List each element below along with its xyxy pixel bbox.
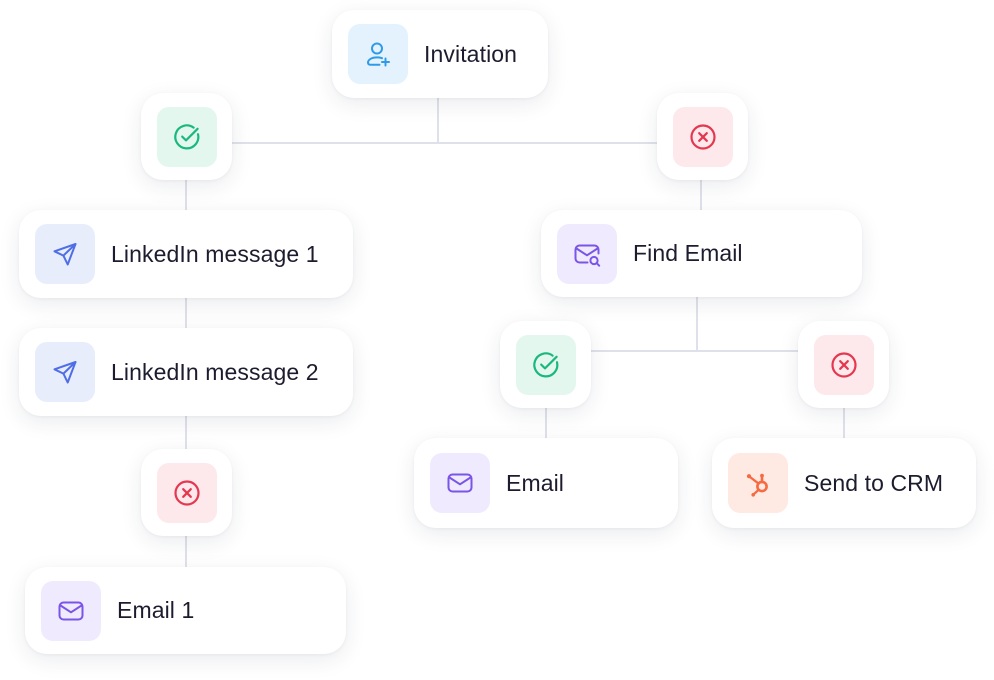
linkedin-message-1-node[interactable]: LinkedIn message 1 xyxy=(19,210,353,298)
paper-plane-icon xyxy=(35,342,95,402)
paper-plane-icon xyxy=(35,224,95,284)
check-circle-icon xyxy=(515,334,576,395)
email-found-condition[interactable] xyxy=(500,321,591,408)
email-1-node[interactable]: Email 1 xyxy=(25,567,346,654)
linkedin-message-2-label: LinkedIn message 2 xyxy=(111,358,319,385)
email-label: Email xyxy=(506,469,565,496)
x-circle-icon xyxy=(813,334,874,395)
send-to-crm-node[interactable]: Send to CRM xyxy=(712,438,976,528)
check-circle-icon xyxy=(156,106,217,167)
send-to-crm-label: Send to CRM xyxy=(804,469,944,496)
invitation-label: Invitation xyxy=(424,40,518,67)
find-email-label: Find Email xyxy=(633,240,743,266)
envelope-search-icon xyxy=(557,223,617,284)
email-node[interactable]: Email xyxy=(414,438,678,528)
linkedin-message-1-label: LinkedIn message 1 xyxy=(111,240,319,267)
email-1-label: Email 1 xyxy=(117,597,195,623)
x-circle-icon xyxy=(156,462,217,523)
user-plus-icon xyxy=(348,24,408,84)
find-email-node[interactable]: Find Email xyxy=(541,210,862,297)
hubspot-icon xyxy=(728,453,788,513)
no-reply-condition[interactable] xyxy=(141,449,232,536)
linkedin-message-2-node[interactable]: LinkedIn message 2 xyxy=(19,328,353,416)
envelope-icon xyxy=(430,453,490,513)
not-accepted-condition[interactable] xyxy=(657,93,748,180)
x-circle-icon xyxy=(672,106,733,167)
invitation-node[interactable]: Invitation xyxy=(332,10,548,98)
accepted-condition[interactable] xyxy=(141,93,232,180)
envelope-icon xyxy=(41,580,101,641)
email-not-found-condition[interactable] xyxy=(798,321,889,408)
